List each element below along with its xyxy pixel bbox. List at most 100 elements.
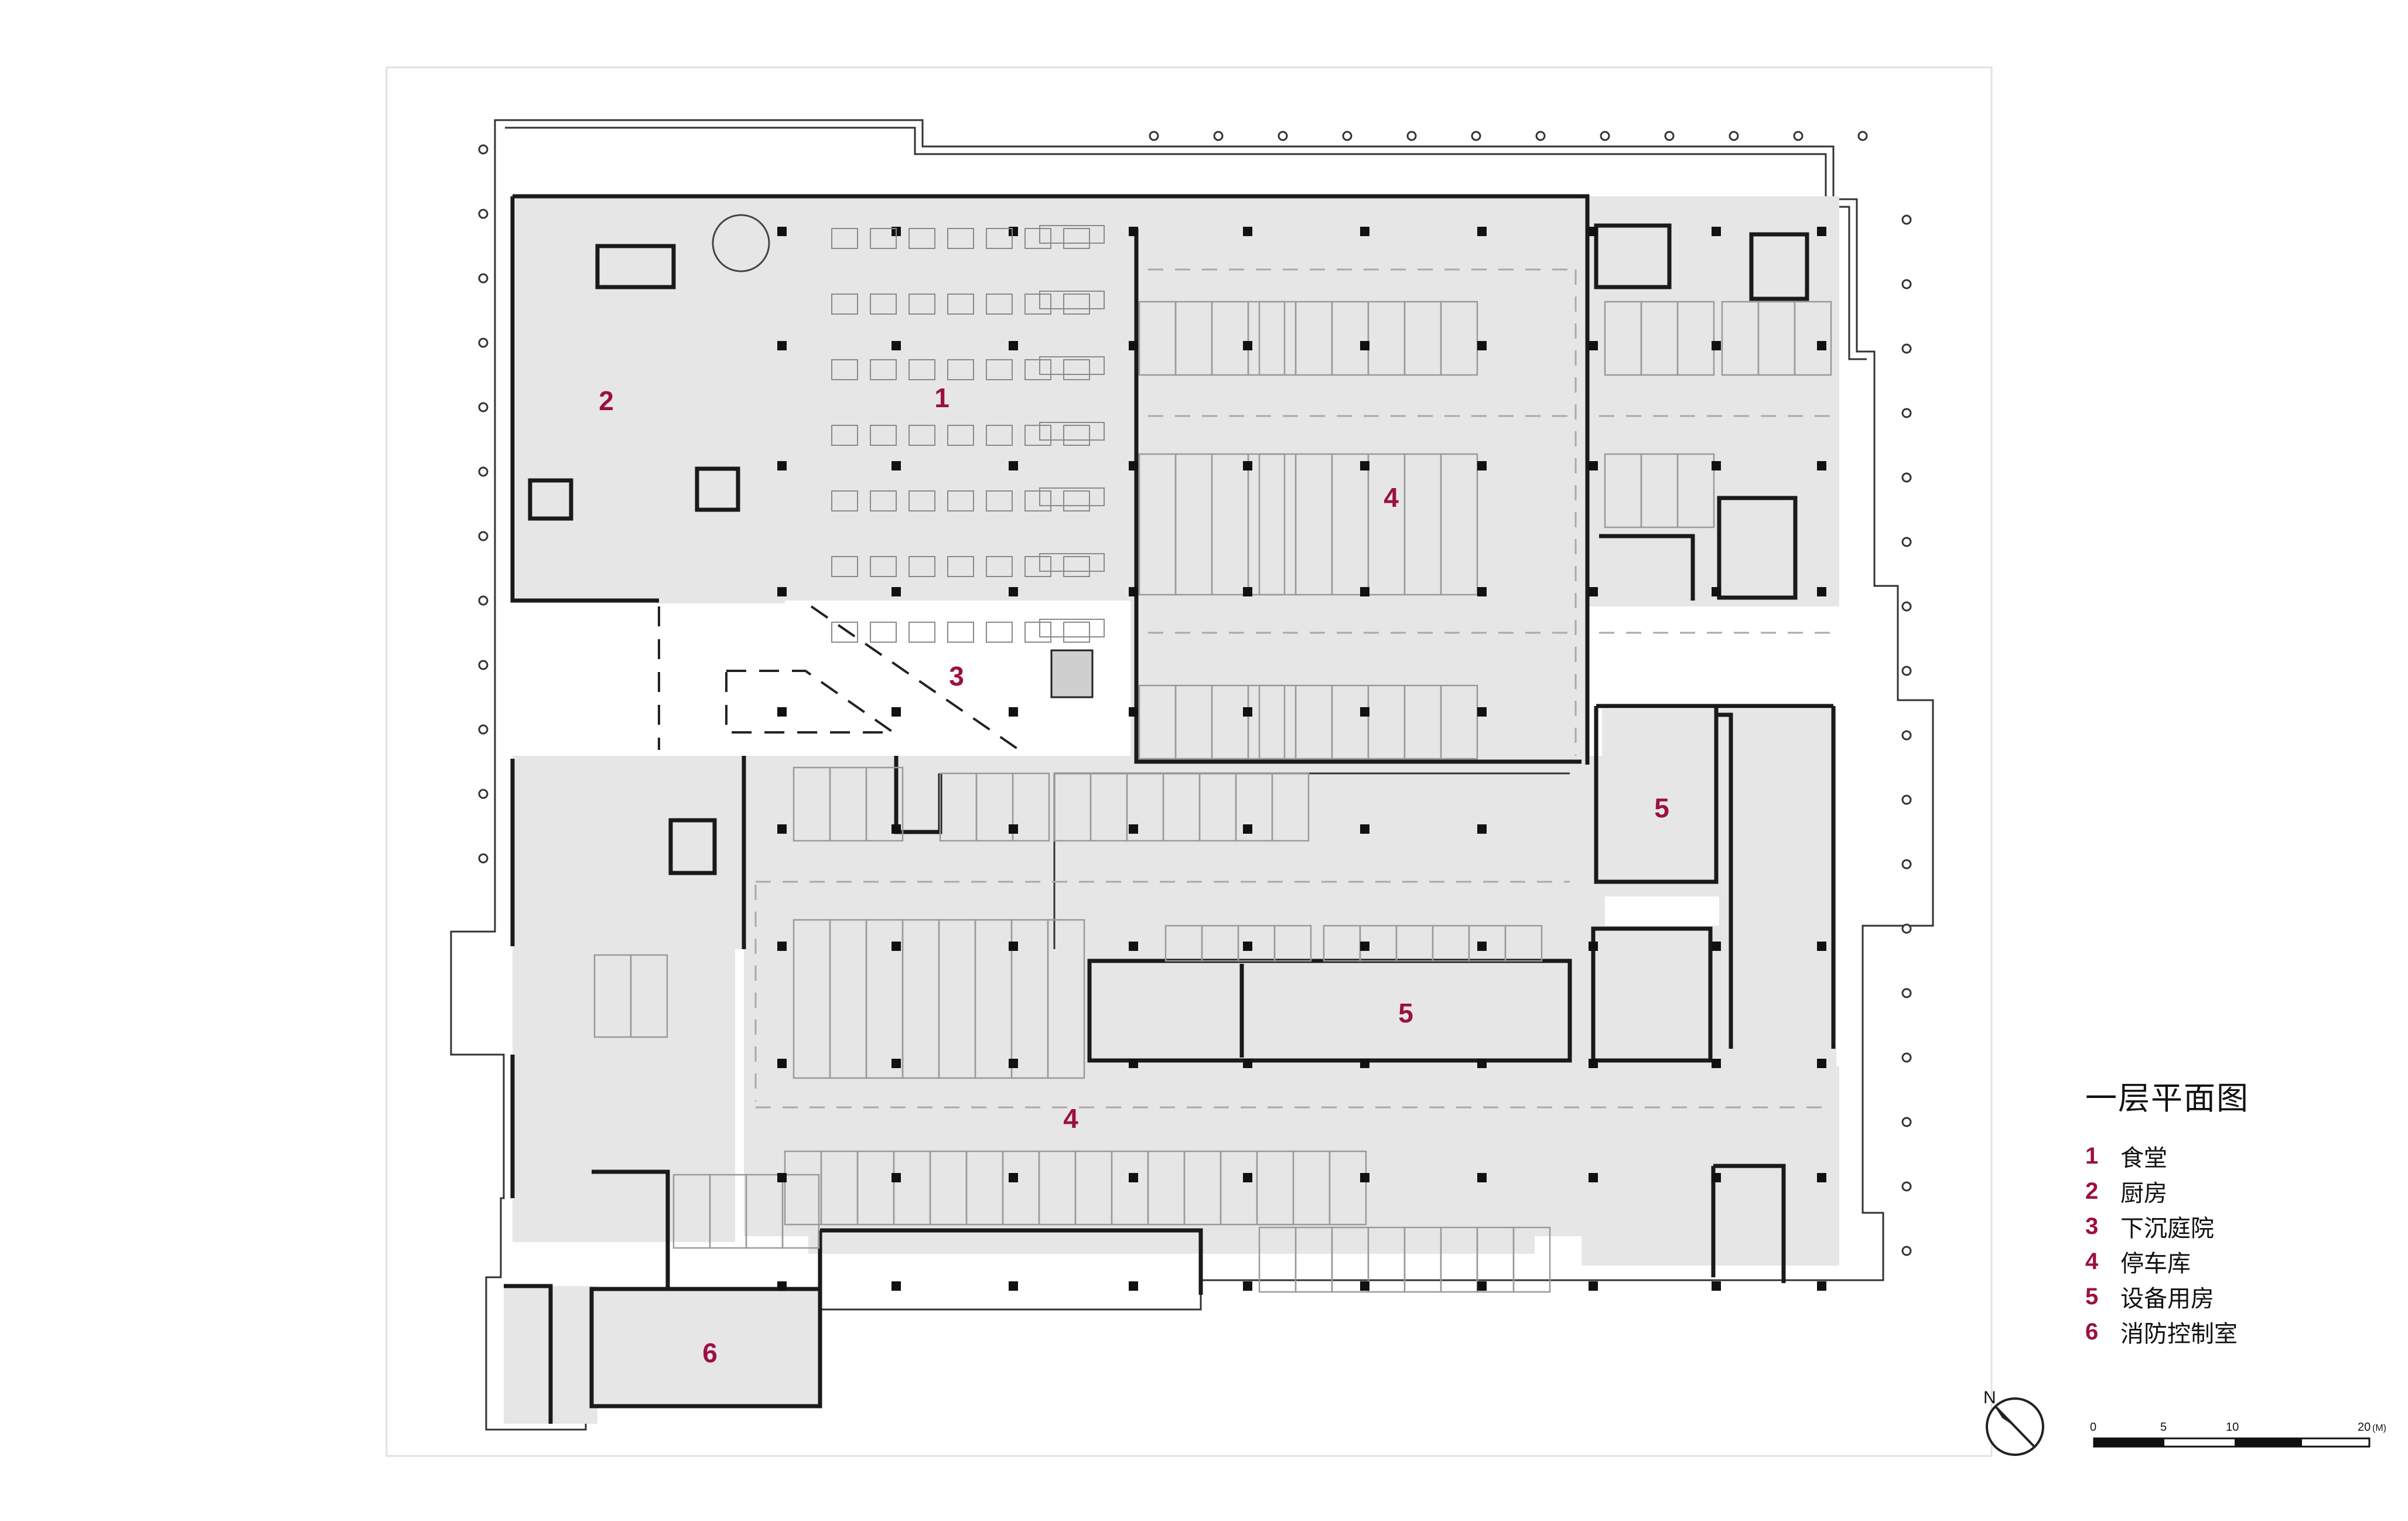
- table: [870, 359, 897, 380]
- parking-bay: [1328, 1150, 1367, 1226]
- column: [1009, 587, 1018, 596]
- room-fills: [504, 196, 1839, 1424]
- marker-ring: [1535, 131, 1546, 141]
- drawing-frame: [385, 66, 1993, 1457]
- legend-number: 6: [2085, 1318, 2099, 1345]
- marker-ring: [478, 402, 489, 412]
- legend-item: 2 厨房: [2085, 1174, 2249, 1209]
- marker-ring: [1901, 666, 1912, 676]
- parking-bay: [1440, 453, 1478, 596]
- column: [1129, 461, 1138, 470]
- legend-item: 4 停车库: [2085, 1244, 2249, 1279]
- legend-label: 消防控制室: [2120, 1321, 2238, 1348]
- column: [1817, 942, 1826, 951]
- column: [1712, 341, 1721, 350]
- column: [1712, 1173, 1721, 1182]
- perimeter-markers: [478, 131, 1912, 1256]
- table: [908, 490, 935, 511]
- column: [1009, 1059, 1018, 1068]
- column: [892, 942, 901, 951]
- column: [1477, 341, 1487, 350]
- column: [777, 1173, 787, 1182]
- column: [892, 1281, 901, 1291]
- parking-bay: [1676, 301, 1715, 376]
- column: [892, 1059, 901, 1068]
- legend-item: 6 消防控制室: [2085, 1314, 2249, 1349]
- column: [1129, 1059, 1138, 1068]
- column: [777, 461, 787, 470]
- column: [892, 1173, 901, 1182]
- column: [1243, 824, 1252, 834]
- column: [1817, 227, 1826, 236]
- legend-label: 下沉庭院: [2120, 1215, 2214, 1242]
- legend-number: 4: [2085, 1248, 2099, 1274]
- column: [1243, 461, 1252, 470]
- marker-ring: [478, 144, 489, 155]
- column: [777, 227, 787, 236]
- table: [908, 294, 935, 315]
- room-label-1: 1: [934, 383, 949, 413]
- parking-bay: [1504, 925, 1543, 962]
- marker-ring: [478, 209, 489, 219]
- column: [777, 824, 787, 834]
- round-table: [712, 214, 770, 272]
- marker-ring: [478, 337, 489, 348]
- table: [908, 228, 935, 249]
- marker-ring: [478, 531, 489, 541]
- column: [892, 587, 901, 596]
- column: [1243, 1059, 1252, 1068]
- legend-number: 2: [2085, 1178, 2099, 1204]
- column: [1009, 707, 1018, 717]
- column: [1360, 707, 1369, 717]
- marker-ring: [1664, 131, 1675, 141]
- column: [1360, 942, 1369, 951]
- table: [1024, 425, 1051, 446]
- table: [986, 359, 1013, 380]
- marker-ring: [1278, 131, 1288, 141]
- marker-ring: [1149, 131, 1159, 141]
- column: [1360, 1281, 1369, 1291]
- column: [1712, 942, 1721, 951]
- column: [1360, 461, 1369, 470]
- column: [1589, 1281, 1598, 1291]
- room-labels: 1 2 3 4 4 5 5 6: [599, 383, 1669, 1368]
- table: [908, 556, 935, 577]
- column: [1129, 707, 1138, 717]
- table: [908, 359, 935, 380]
- marker-ring: [478, 466, 489, 477]
- room-label-4b: 4: [1063, 1103, 1078, 1134]
- courtyard-dashed-outline: [658, 605, 1020, 751]
- column: [1817, 341, 1826, 350]
- table: [870, 490, 897, 511]
- legend-label: 设备用房: [2120, 1285, 2214, 1312]
- column: [1009, 1281, 1018, 1291]
- table-long: [1039, 356, 1105, 375]
- marker-ring: [1901, 537, 1912, 547]
- marker-ring: [1901, 214, 1912, 225]
- marker-ring: [478, 595, 489, 606]
- column: [777, 1059, 787, 1068]
- marker-ring: [1901, 730, 1912, 741]
- parking-bay: [781, 1174, 820, 1249]
- column: [1009, 461, 1018, 470]
- column: [1009, 341, 1018, 350]
- column: [1477, 824, 1487, 834]
- column: [1477, 587, 1487, 596]
- marker-ring: [478, 853, 489, 864]
- marker-ring: [1901, 601, 1912, 612]
- column: [1243, 942, 1252, 951]
- scale-unit: (M): [2372, 1423, 2386, 1433]
- column: [1477, 1281, 1487, 1291]
- column: [1360, 824, 1369, 834]
- column: [777, 341, 787, 350]
- table-long: [1039, 553, 1105, 572]
- marker-ring: [1901, 408, 1912, 418]
- column: [1589, 942, 1598, 951]
- room-label-6: 6: [702, 1338, 718, 1368]
- column: [1360, 587, 1369, 596]
- column: [1243, 1173, 1252, 1182]
- parking-bay: [865, 766, 904, 842]
- table: [947, 556, 974, 577]
- table: [947, 425, 974, 446]
- table: [1024, 556, 1051, 577]
